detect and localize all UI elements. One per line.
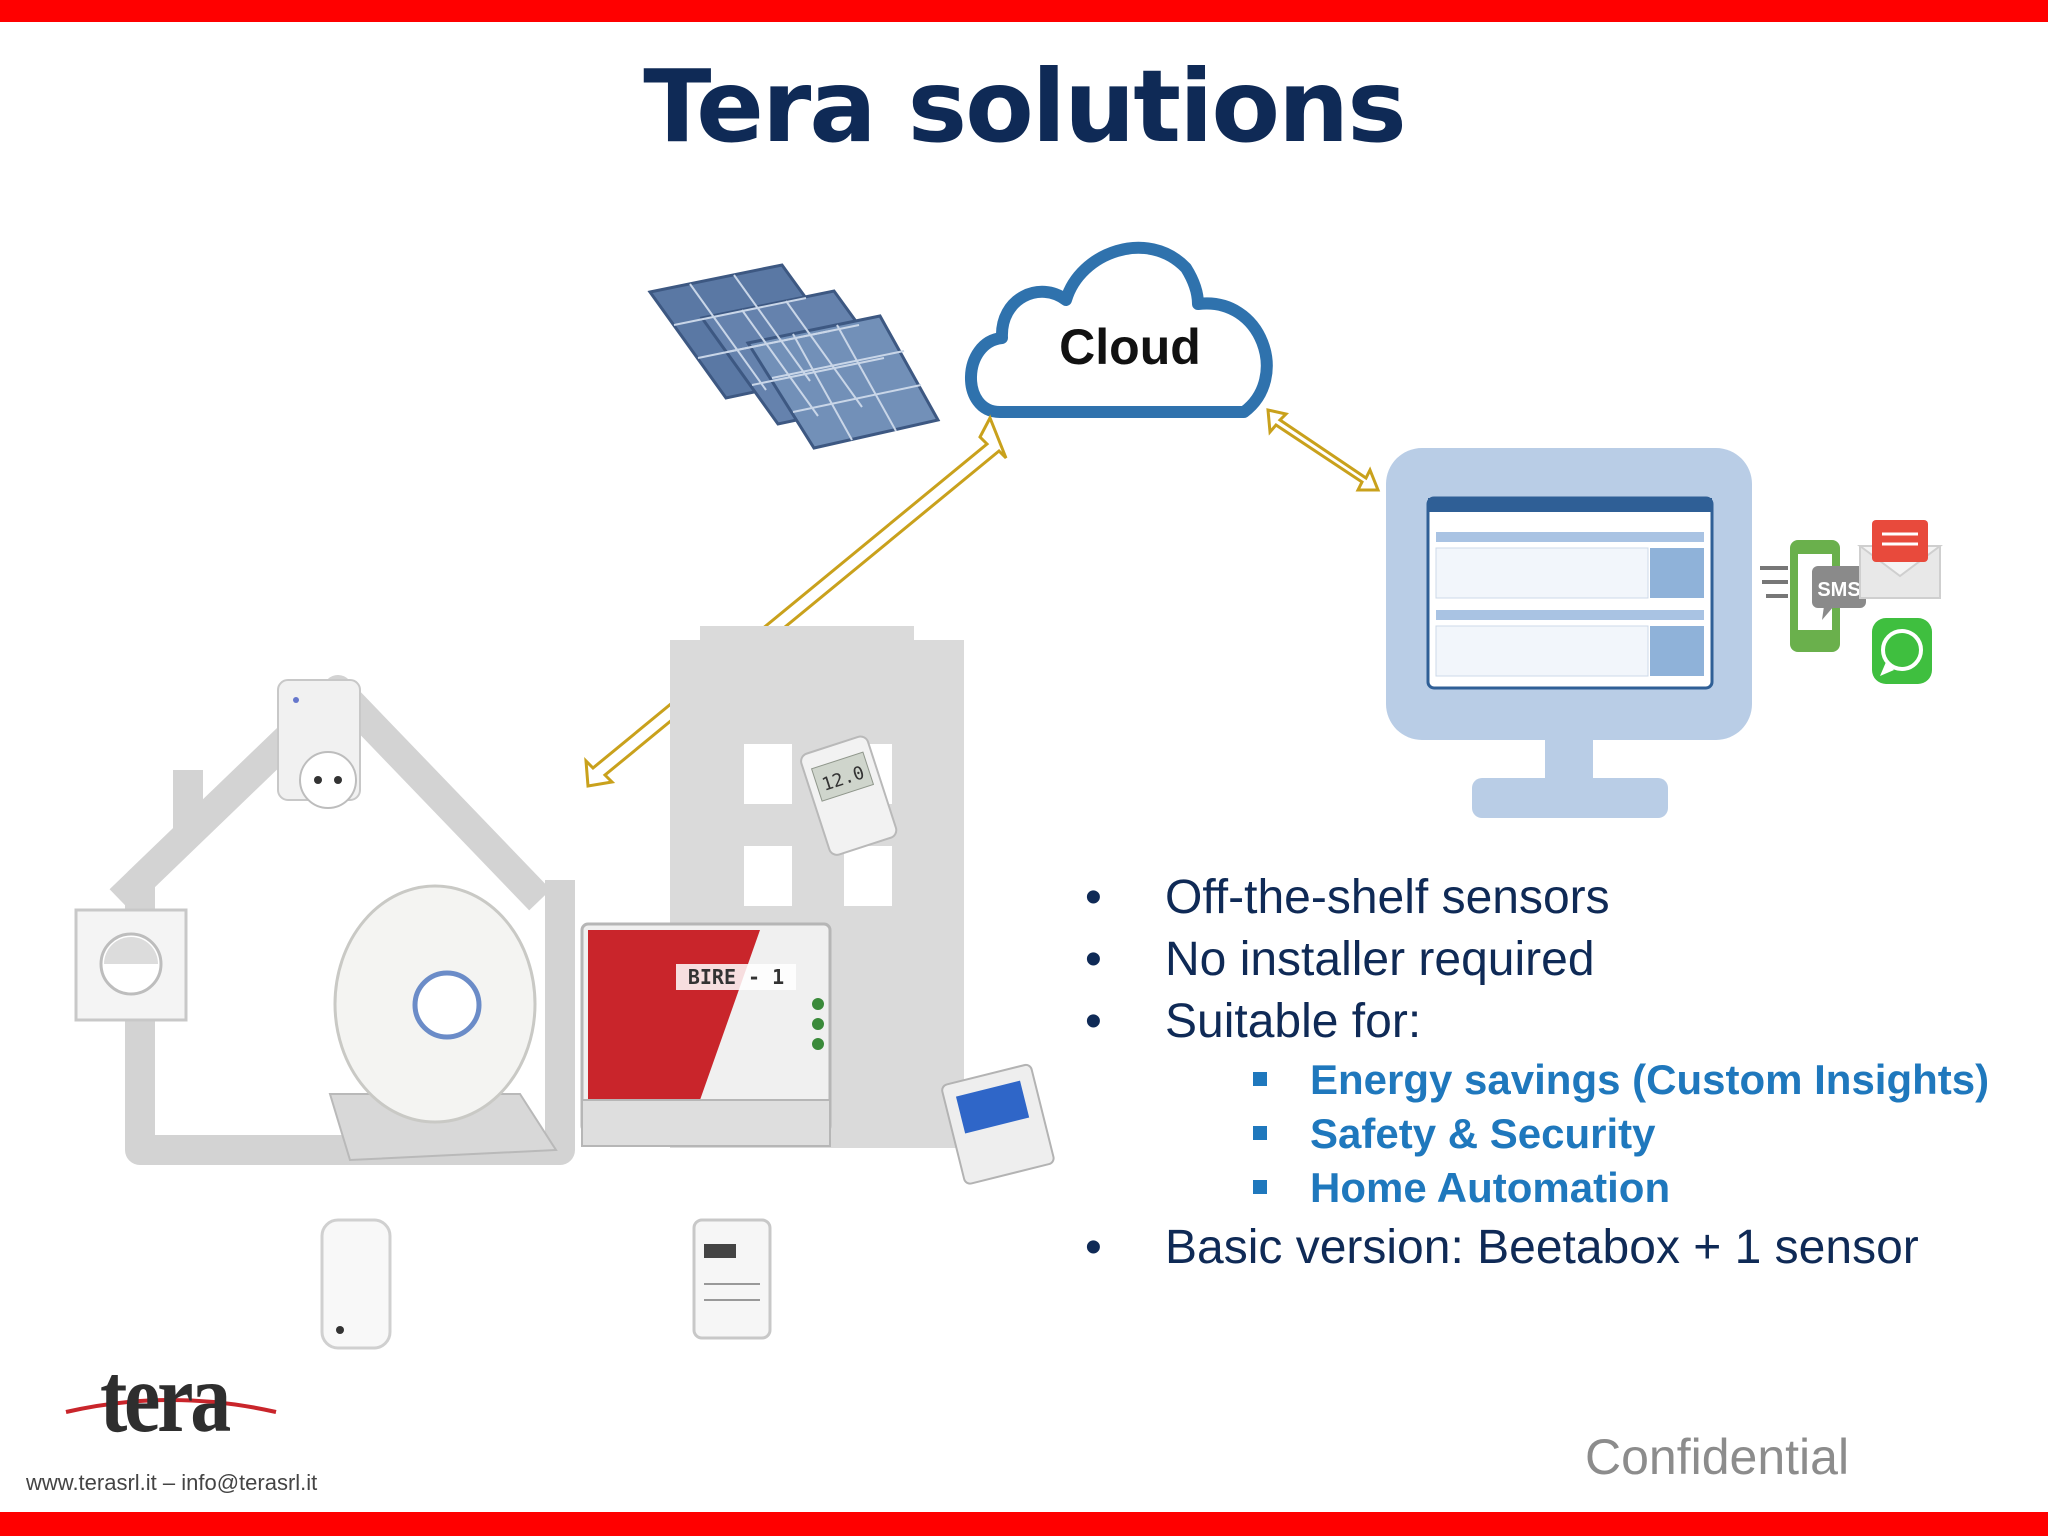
thermostat-icon: 12.0 — [800, 735, 898, 856]
cloud-label: Cloud — [1059, 319, 1201, 375]
sub-bullet-item: Energy savings (Custom Insights) — [1085, 1056, 2045, 1110]
bullet-glyph: • — [1085, 995, 1102, 1048]
bullet-item: • Suitable for: — [1085, 994, 2045, 1056]
feature-list: • Off-the-shelf sensors • No installer r… — [1085, 870, 2045, 1282]
email-icon — [1857, 520, 1943, 599]
sms-phone-icon — [1760, 540, 1866, 652]
square-bullet-icon — [1253, 1072, 1267, 1086]
bullet-glyph: • — [1085, 933, 1102, 986]
bullet-item: • No installer required — [1085, 932, 2045, 994]
square-bullet-icon — [1253, 1180, 1267, 1194]
sub-bullet-text: Safety & Security — [1310, 1110, 1656, 1157]
sub-bullet-item: Home Automation — [1085, 1164, 2045, 1218]
bullet-text: No installer required — [1165, 933, 1595, 986]
square-bullet-icon — [1253, 1126, 1267, 1140]
sms-label: SMS — [1817, 579, 1860, 601]
bullet-text: Suitable for: — [1165, 995, 1422, 1048]
sub-bullet-item: Safety & Security — [1085, 1110, 2045, 1164]
slide-title: Tera solutions — [643, 48, 1407, 165]
din-controller-icon: BIRE - 1 — [580, 922, 832, 1147]
confidential-label: Confidential — [1585, 1429, 1850, 1485]
motion-sensor-icon — [320, 1218, 392, 1350]
gas-meter-icon — [692, 1218, 772, 1340]
bullet-glyph: • — [1085, 871, 1102, 924]
cloud-icon — [965, 241, 1273, 418]
footer-contact: www.terasrl.it – info@terasrl.it — [26, 1470, 318, 1495]
bullet-text: Basic version: Beetabox + 1 sensor — [1165, 1221, 1919, 1274]
whatsapp-icon — [1872, 618, 1932, 684]
wall-sensor-icon — [74, 908, 188, 1022]
monitor-icon — [1386, 448, 1752, 818]
bottom-red-bar — [0, 1512, 2048, 1536]
smart-plug-icon — [277, 679, 361, 809]
bullet-item: • Off-the-shelf sensors — [1085, 870, 2045, 932]
bullet-text: Off-the-shelf sensors — [1165, 871, 1610, 924]
bullet-glyph: • — [1085, 1221, 1102, 1274]
device-label: BIRE - 1 — [688, 965, 784, 989]
top-red-bar — [0, 0, 2048, 22]
bullet-item: • Basic version: Beetabox + 1 sensor — [1085, 1220, 2045, 1282]
tera-logo-swoosh — [65, 1398, 277, 1414]
energy-meter-icon — [941, 1063, 1055, 1185]
solar-panel-icon — [647, 263, 941, 450]
sub-bullet-text: Energy savings (Custom Insights) — [1310, 1056, 1990, 1103]
hub-device-icon — [328, 884, 558, 1162]
double-arrow-cloud-monitor — [1266, 408, 1381, 492]
tera-logo: tera — [100, 1342, 231, 1453]
sub-bullet-text: Home Automation — [1310, 1164, 1671, 1211]
